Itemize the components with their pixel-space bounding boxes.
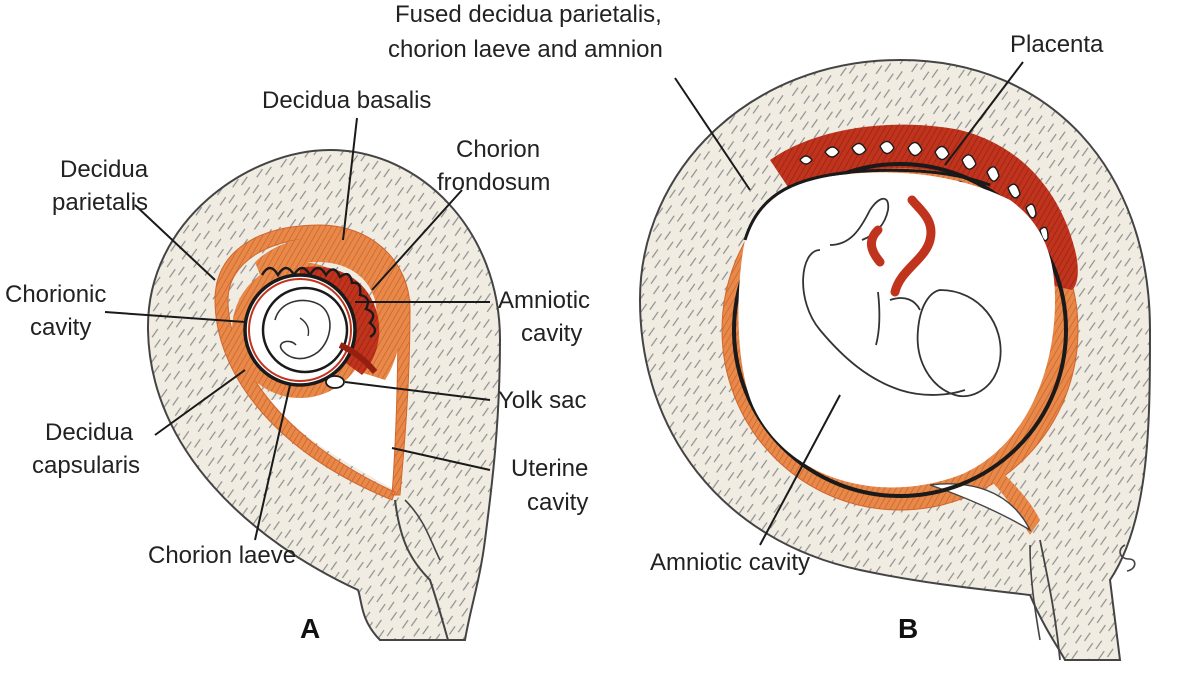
label-chorionic-cavity-line2: cavity — [30, 314, 91, 341]
label-amniotic-cavity-a-line1: Amniotic — [498, 287, 590, 314]
label-decidua-capsularis-line2: capsularis — [32, 452, 140, 479]
embryo-a — [274, 299, 331, 360]
amnion-a — [261, 286, 349, 374]
amnion-membrane-b — [732, 162, 1068, 498]
label-amniotic-cavity-a-line2: cavity — [521, 320, 582, 347]
squiggle-mark — [1119, 544, 1136, 572]
amniotic-cavity-b — [738, 172, 1055, 488]
label-placenta: Placenta — [1010, 31, 1104, 58]
leader-lines — [104, 61, 1024, 546]
panel-label-a: A — [300, 613, 320, 644]
label-chorionic-cavity-line1: Chorionic — [5, 281, 106, 308]
label-uterine-cavity-line2: cavity — [527, 489, 588, 516]
panel-label-b: B — [898, 613, 918, 644]
decidua-basalis-a — [255, 236, 403, 380]
label-decidua-parietalis-line1: Decidua — [60, 156, 149, 183]
villi-a — [260, 266, 377, 339]
label-yolk-sac: Yolk sac — [498, 387, 587, 414]
label-decidua-capsularis-line1: Decidua — [45, 419, 134, 446]
label-amniotic-cavity-b: Amniotic cavity — [650, 549, 810, 576]
label-chorion-laeve: Chorion laeve — [148, 542, 296, 569]
panel-a-illustration — [146, 148, 502, 641]
fetus-b — [802, 197, 1002, 398]
label-fused-membranes-line1: Fused decidua parietalis, — [395, 1, 662, 28]
panel-b-illustration — [638, 58, 1152, 661]
label-uterine-cavity-line1: Uterine — [511, 455, 588, 482]
umbilical-cord-b — [890, 195, 936, 297]
yolk-sac-a — [325, 375, 345, 389]
label-fused-membranes-line2: chorion laeve and amnion — [388, 36, 663, 63]
label-chorion-frondosum-line2: frondosum — [437, 169, 550, 196]
label-decidua-basalis: Decidua basalis — [262, 87, 431, 114]
label-chorion-frondosum-line1: Chorion — [456, 136, 540, 163]
label-decidua-parietalis-line2: parietalis — [52, 189, 148, 216]
placenta-b — [770, 124, 1078, 290]
